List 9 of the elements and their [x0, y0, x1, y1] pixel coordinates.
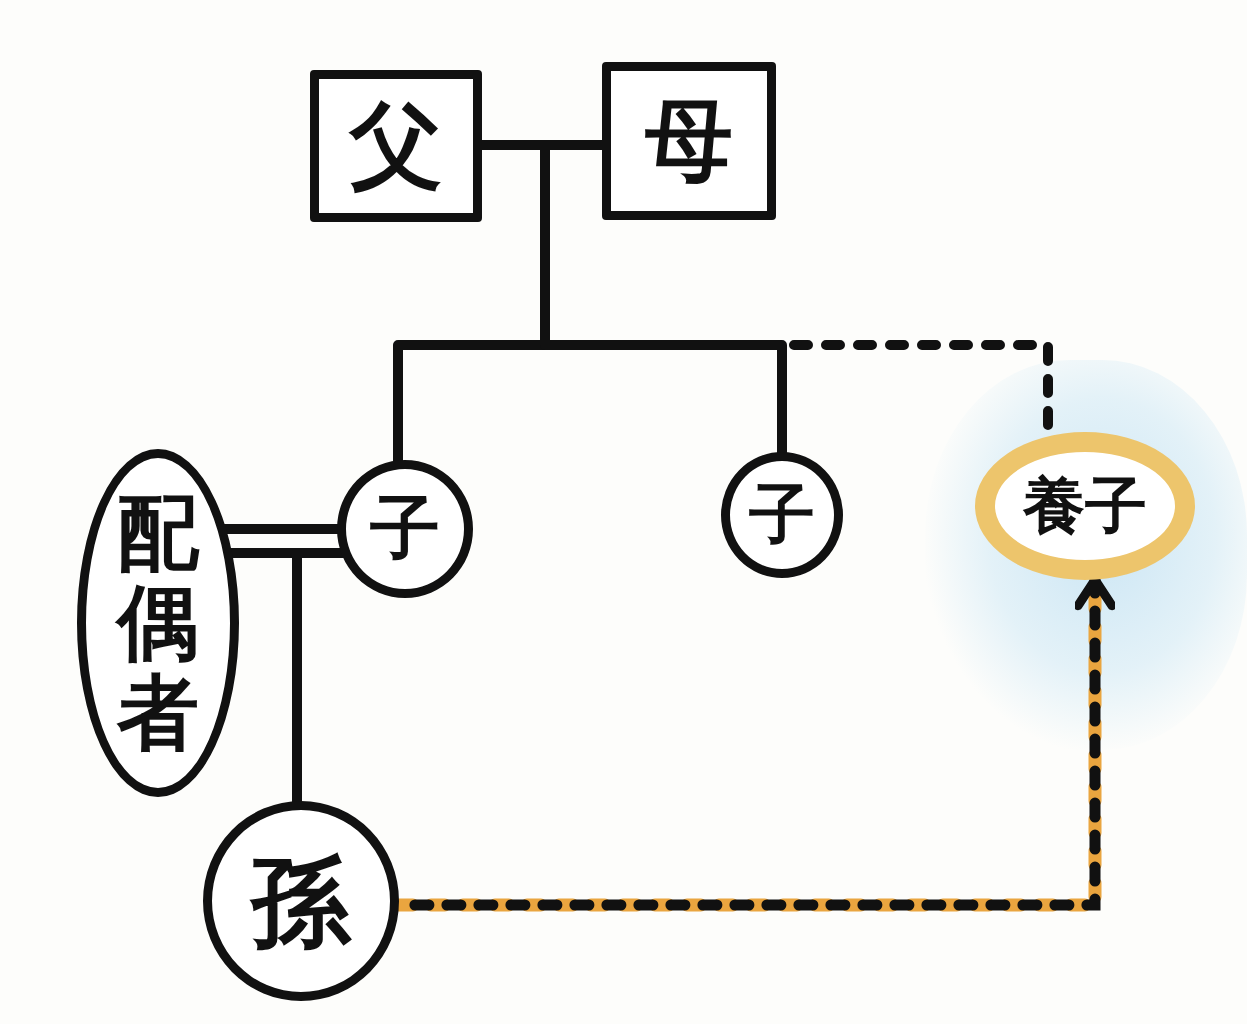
kinship-label: 母 — [645, 94, 733, 188]
kinship-label: 父 — [350, 97, 442, 195]
kinship-label: 子 — [370, 492, 440, 566]
person-box — [602, 62, 776, 220]
kinship-label: 孫 — [251, 848, 351, 954]
kinship-label: 配偶者 — [117, 487, 199, 759]
person-box — [310, 70, 482, 222]
kinship-label: 子 — [749, 480, 815, 550]
kinship-label: 養子 — [1023, 473, 1147, 539]
